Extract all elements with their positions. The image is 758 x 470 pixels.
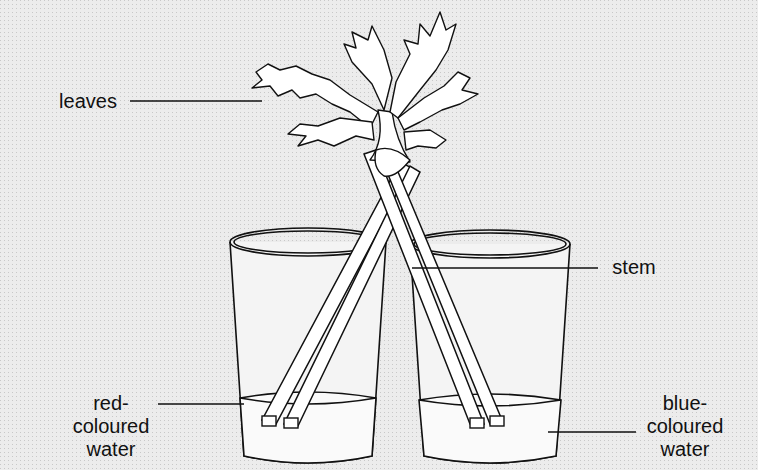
part-label: blue- coloured water <box>640 392 730 461</box>
stem-ends <box>262 416 504 428</box>
celery-stem <box>262 148 502 426</box>
part-label: stem <box>604 256 664 279</box>
part-label: leaves <box>52 90 124 113</box>
leader-line <box>130 101 636 432</box>
part-label: red- coloured water <box>66 392 156 461</box>
celery-leaves <box>252 12 478 176</box>
